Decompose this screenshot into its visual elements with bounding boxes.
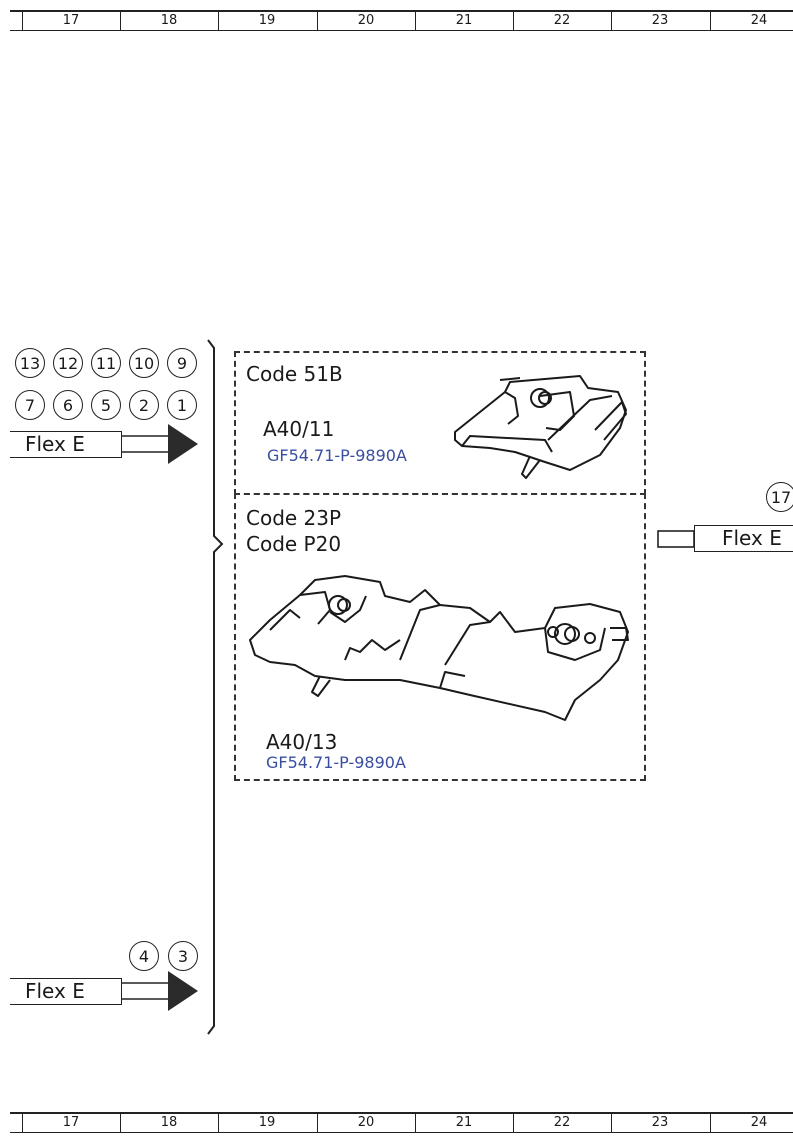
ruler-column-label: 20 xyxy=(357,1115,375,1130)
component-upper-drawing xyxy=(454,375,627,479)
ruler-column-label: 24 xyxy=(750,1115,768,1130)
connector-label-text: Flex E xyxy=(25,979,85,1003)
component-reference: A40/11 xyxy=(263,417,335,441)
top-column-ruler: 17 18 19 20 21 22 23 24 xyxy=(0,8,793,32)
pin-bubble: 1 xyxy=(167,390,197,420)
bottom-column-ruler: 17 18 19 20 21 22 23 24 xyxy=(0,1110,793,1134)
pin-bubble: 4 xyxy=(129,941,159,971)
pin-bubble: 6 xyxy=(53,390,83,420)
component-lower-drawing xyxy=(249,575,629,721)
pin-bubble: 5 xyxy=(91,390,121,420)
part-number-link[interactable]: GF54.71-P-9890A xyxy=(266,753,406,772)
ruler-column-label: 22 xyxy=(553,13,571,28)
connector-label-text: Flex E xyxy=(25,432,85,456)
grouping-brace xyxy=(207,339,224,1035)
right-connector-label-clip: Flex E xyxy=(694,525,793,552)
pin-bubble: 3 xyxy=(168,941,198,971)
right-pin-bubble-clip: 17 xyxy=(766,482,793,512)
ruler-column-label: 20 xyxy=(357,13,375,28)
ruler-column-label: 17 xyxy=(62,13,80,28)
signal-arrow-bottom xyxy=(122,971,198,1011)
ruler-column-label: 23 xyxy=(651,1115,669,1130)
ruler-column-label: 23 xyxy=(651,13,669,28)
pin-bubble: 11 xyxy=(91,348,121,378)
connector-label-bottom: Flex E xyxy=(10,978,122,1005)
part-number-link[interactable]: GF54.71-P-9890A xyxy=(267,446,407,465)
pin-bubble: 2 xyxy=(129,390,159,420)
signal-arrow-top xyxy=(122,424,198,464)
pin-bubble: 12 xyxy=(53,348,83,378)
connector-label-top: Flex E xyxy=(10,431,122,458)
pin-bubble: 17 xyxy=(766,482,793,512)
connector-label-text: Flex E xyxy=(722,526,782,550)
component-reference: A40/13 xyxy=(266,730,338,754)
ruler-column-label: 21 xyxy=(455,1115,473,1130)
component-title: Code P20 xyxy=(246,532,342,556)
right-connector-stub xyxy=(657,530,695,548)
component-title: Code 51B xyxy=(246,362,343,386)
ruler-column-label: 22 xyxy=(553,1115,571,1130)
ruler-column-label: 18 xyxy=(160,13,178,28)
ruler-column-label: 17 xyxy=(62,1115,80,1130)
ruler-column-label: 19 xyxy=(258,13,276,28)
pin-bubble: 9 xyxy=(167,348,197,378)
connector-label-right: Flex E xyxy=(694,525,793,552)
component-title: Code 23P xyxy=(246,506,342,530)
pin-bubble: 10 xyxy=(129,348,159,378)
ruler-column-label: 21 xyxy=(455,13,473,28)
component-box-lower xyxy=(234,493,646,781)
ruler-column-label: 24 xyxy=(750,13,768,28)
ruler-column-label: 18 xyxy=(160,1115,178,1130)
ruler-column-label: 19 xyxy=(258,1115,276,1130)
pin-bubble: 13 xyxy=(15,348,45,378)
pin-bubble: 7 xyxy=(15,390,45,420)
